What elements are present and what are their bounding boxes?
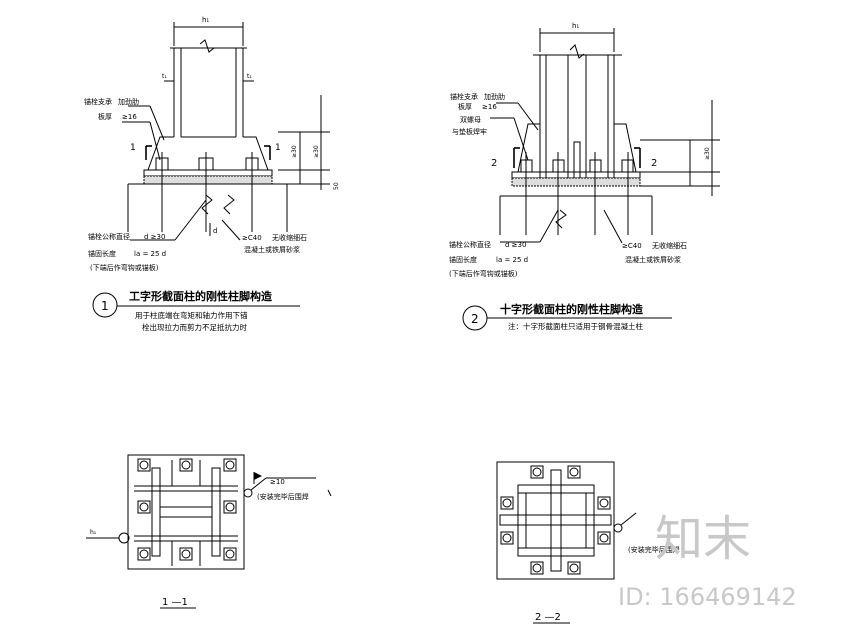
d2-label-c40: ≥C40 (622, 242, 642, 250)
d1-dim-t-right: t₁ (247, 73, 252, 80)
d2-label-plate: 板厚 (458, 102, 472, 111)
d1-number: 1 (101, 299, 109, 313)
d1-dim-d: d (213, 227, 217, 235)
d2-label-weld-nut: 与垫板焊牢 (452, 127, 487, 136)
section-1-1-bolts (137, 458, 237, 561)
watermark-id: ID: 166469142 (618, 583, 797, 611)
d2-label-grout1: 无收缩细石 (652, 241, 687, 250)
d1-label-stiffener: 加劲肋 (118, 97, 139, 106)
d1-dim-h: h₁ (202, 16, 209, 24)
d1-label-grout2: 混凝土或铁屑砂浆 (244, 245, 300, 254)
d1-title: 工字形截面柱的刚性柱脚构造 (129, 289, 273, 303)
detail-2-elevation: h₁ ≥30 2 2 (449, 22, 720, 278)
d2-label-bolt-support: 锚栓支承 (450, 92, 478, 101)
d1-label-bolt-support: 锚栓支承 (84, 97, 112, 106)
d2-dim-ge30: ≥30 (704, 147, 711, 160)
s1-weld-label: ≥10 (270, 478, 285, 486)
d2-label-d-ge30: d ≥30 (505, 241, 526, 249)
d2-number: 2 (471, 312, 479, 326)
d1-label-d-ge30: d ≥30 (144, 233, 165, 241)
d1-label-la: la = 25 d (134, 250, 166, 258)
d2-label-lower-end: (下端后作弯钩或锚板) (449, 269, 518, 278)
d1-section-mark-left: 1 (130, 143, 136, 153)
s1-caption: 1 —1 (162, 597, 188, 608)
d1-label-grout1: 无收缩细石 (272, 233, 307, 242)
d2-section-mark-right: 2 (651, 158, 657, 169)
d2-label-bolt-dia: 锚栓公称直径 (449, 240, 491, 249)
d1-dim-ge30-a: ≥30 (291, 145, 298, 158)
d2-label-double-nut: 双螺母 (460, 115, 481, 124)
s2-install-note: (安装完毕后围焊 (628, 545, 680, 554)
d1-dim-50: 50 (333, 182, 340, 190)
d1-label-ge16: ≥16 (122, 113, 137, 121)
section-1-1-plan: ≥10 (安装完毕后围焊 h₁ 1 —1 (86, 454, 332, 609)
d1-label-lower-end: (下端后作弯钩或锚板) (90, 263, 159, 272)
d2-title: 十字形截面柱的刚性柱脚构造 (500, 302, 644, 316)
d1-section-mark-right: 1 (275, 143, 281, 153)
detail-1-title-block: 1 工字形截面柱的刚性柱脚构造 用于柱底端在弯矩和轴力作用下锚 栓出现拉力而剪力… (92, 289, 300, 332)
watermark-logo: 知末 (655, 511, 751, 567)
detail-2-title-block: 2 十字形截面柱的刚性柱脚构造 注：十字形截面柱只适用于钢骨混凝土柱 (462, 302, 672, 331)
watermark: 知末 ID: 166469142 (618, 511, 797, 611)
section-2-2-bolts (500, 465, 611, 575)
d2-label-grout2: 混凝土或铁屑砂浆 (625, 255, 681, 264)
s1-dim-h: h₁ (90, 529, 97, 536)
d2-label-la: la = 25 d (496, 256, 528, 264)
d2-label-ge16: ≥16 (482, 103, 497, 111)
d2-label-anchor-length: 锚固长度 (449, 255, 477, 264)
section-2-2-plan: (安装完毕后围焊 2 —2 (496, 461, 680, 624)
d2-note: 注：十字形截面柱只适用于钢骨混凝土柱 (508, 321, 643, 331)
detail-1-elevation: h₁ t₁ t₁ ≥30 ≥30 50 (84, 16, 340, 272)
d2-section-mark-left: 2 (491, 158, 497, 169)
d1-label-bolt-dia: 锚栓公称直径 (88, 232, 130, 241)
d2-dim-h: h₁ (572, 22, 579, 30)
s1-install-note: (安装完毕后围焊 (257, 492, 309, 501)
d1-label-plate: 板厚 (98, 112, 112, 121)
d2-label-stiffener: 加劲肋 (484, 92, 505, 101)
d1-label-c40: ≥C40 (242, 234, 262, 242)
s2-caption: 2 —2 (535, 612, 561, 623)
d1-label-anchor-length: 锚固长度 (88, 249, 116, 258)
d1-note-1: 用于柱底端在弯矩和轴力作用下锚 (135, 310, 248, 320)
d1-dim-ge30-b: ≥30 (313, 145, 320, 158)
d1-dim-t-left: t₁ (162, 73, 167, 80)
d1-note-2: 栓出现拉力而剪力不足抵抗力时 (142, 322, 247, 332)
